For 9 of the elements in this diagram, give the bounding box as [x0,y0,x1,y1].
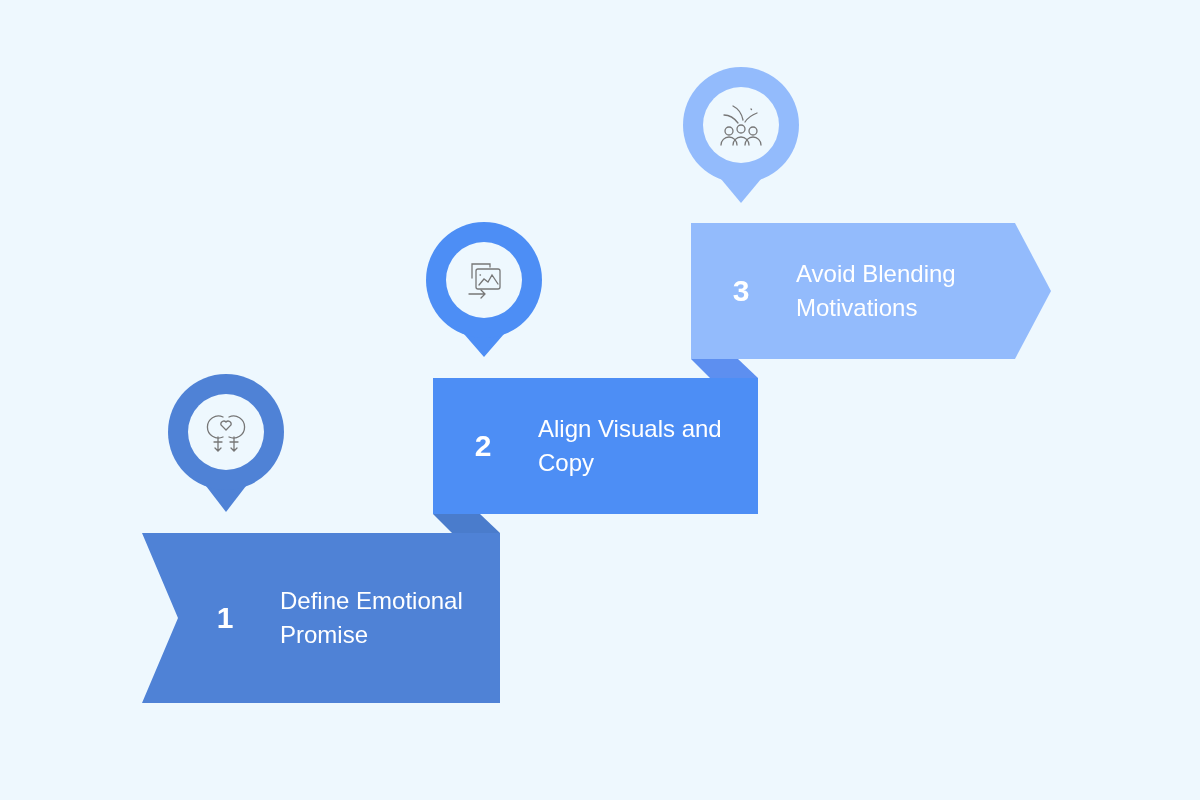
step-banner [142,533,500,703]
step-number: 2 [474,429,492,463]
step-number: 3 [732,274,750,308]
step-title: Define Emotional Promise [280,586,464,650]
step-banner [691,223,1051,359]
step-banner [433,378,758,514]
step-number: 1 [216,601,234,635]
step-title: Align Visuals and Copy [538,414,723,478]
step-title: Avoid Blending Motivations [796,259,957,323]
